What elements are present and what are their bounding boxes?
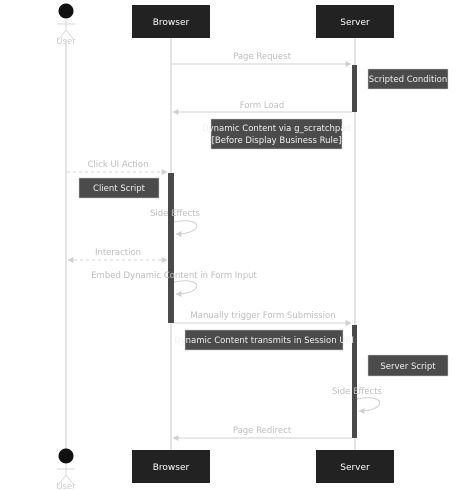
server-box-bottom: Server [316,450,394,483]
note-text-line-1: Dynamic Content via g_scratchpad [202,124,351,134]
note-text: Dynamic Content transmits in Session URI [174,336,354,346]
message-label: Page Redirect [233,426,292,436]
server-activation-2 [352,325,357,438]
browser-box-top: Browser [132,5,210,38]
user-label-top: User [56,37,76,47]
user-actor-top: User [56,3,76,47]
message-page-redirect: Page Redirect [172,426,352,441]
message-label: Click UI Action [87,160,148,170]
message-interaction: Interaction [67,248,168,263]
server-activation-1 [352,65,357,112]
note-client-script: Client Script [78,177,160,199]
message-side-effects-browser: Side Effects [150,209,201,237]
note-text-line-2: [Before Display Business Rule] [212,136,342,146]
server-label-bottom: Server [340,463,370,473]
message-page-request: Page Request [172,52,352,67]
message-label: Form Load [240,101,285,111]
note-scripted-condition: Scripted Condition [367,68,449,90]
note-text: Client Script [93,184,146,194]
message-manual-form-submission: Manually trigger Form Submission [174,311,352,326]
user-label-bottom: User [56,482,76,490]
browser-activation [168,173,174,323]
server-box-top: Server [316,5,394,38]
note-server-script: Server Script [367,354,449,377]
note-dynamic-content: Dynamic Content via g_scratchpad [Before… [202,118,351,150]
note-session-uri: Dynamic Content transmits in Session URI [174,329,354,351]
browser-label-bottom: Browser [153,463,190,473]
server-label-top: Server [340,18,370,28]
note-text: Server Script [380,362,436,372]
user-actor-bottom: User [56,448,76,490]
message-side-effects-server: Side Effects [332,387,383,414]
message-label: Page Request [233,52,291,62]
message-label: Side Effects [332,387,383,397]
message-label: Manually trigger Form Submission [190,311,335,321]
message-label: Interaction [95,248,141,258]
browser-box-bottom: Browser [132,450,210,483]
message-form-load: Form Load [172,101,352,115]
message-embed-dynamic-content: Embed Dynamic Content in Form Input [91,271,257,297]
browser-label-top: Browser [153,18,190,28]
message-click-ui-action: Click UI Action [67,160,168,175]
note-text: Scripted Condition [369,75,448,85]
message-label: Side Effects [150,209,201,219]
message-label: Embed Dynamic Content in Form Input [91,271,257,281]
